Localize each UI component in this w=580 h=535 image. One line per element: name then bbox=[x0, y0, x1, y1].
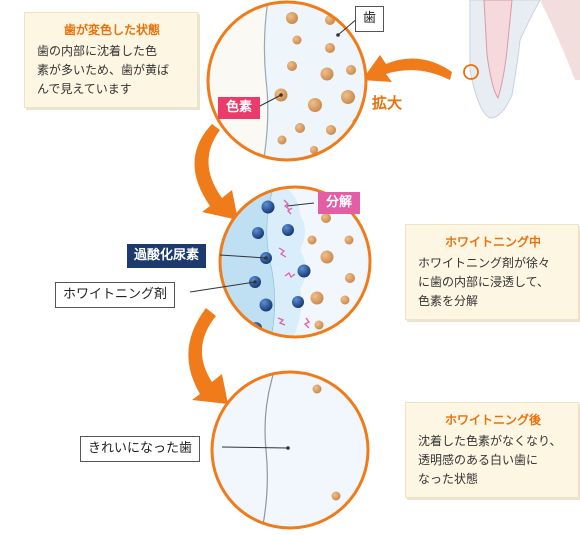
discolored-note-line: 歯の内部に沈着した色 bbox=[37, 44, 158, 58]
whitening-note-line: 色素を分解 bbox=[418, 294, 479, 308]
discolored-note-line: んで見えています bbox=[37, 82, 132, 96]
step-arrow-icon bbox=[188, 308, 228, 404]
peroxide-label: 過酸化尿素 bbox=[126, 243, 208, 269]
pigment-label: 色素 bbox=[218, 97, 261, 119]
after-note-line: 沈着した色素がなくなり、 bbox=[418, 434, 562, 448]
enlarge-label: 拡大 bbox=[372, 94, 403, 112]
decompose-label: 分解 bbox=[318, 192, 361, 214]
pigment-dots bbox=[307, 213, 355, 330]
after-note: ホワイトニング後 沈着した色素がなくなり、 透明感のある白い歯に なった状態 bbox=[405, 402, 579, 498]
decompose-sparks-icon bbox=[277, 199, 310, 329]
clean-tooth-label: きれいになった歯 bbox=[80, 436, 201, 462]
whitening-note: ホワイトニング中 ホワイトニング剤が徐々 に歯の内部に浸透して、 色素を分解 bbox=[405, 224, 579, 320]
agent-label: ホワイトニング剤 bbox=[55, 282, 176, 308]
discolored-note: 歯が変色した状態 歯の内部に沈着した色 素が多いため、歯が黄ば んで見えています bbox=[24, 12, 198, 108]
after-note-line: 透明感のある白い歯に bbox=[418, 453, 539, 467]
clean-tooth-circle bbox=[210, 370, 370, 530]
tooth-label: 歯 bbox=[355, 6, 385, 32]
whitening-note-line: ホワイトニング剤が徐々 bbox=[418, 256, 551, 270]
discolored-note-line: 素が多いため、歯が黄ば bbox=[37, 63, 170, 77]
tooth-illustration bbox=[463, 0, 580, 119]
whitening-tooth-circle bbox=[189, 185, 372, 339]
whitening-note-title: ホワイトニング中 bbox=[444, 235, 541, 249]
pigment-dots bbox=[274, 12, 362, 154]
after-note-line: なった状態 bbox=[418, 472, 479, 486]
after-note-title: ホワイトニング後 bbox=[444, 413, 541, 427]
discolored-tooth-circle bbox=[206, 0, 368, 162]
step-arrow-icon bbox=[194, 124, 238, 220]
enlarge-arrow-icon bbox=[362, 55, 452, 82]
whitening-note-line: に歯の内部に浸透して、 bbox=[418, 275, 550, 289]
discolored-note-title: 歯が変色した状態 bbox=[63, 23, 160, 37]
magnify-circle-icon bbox=[463, 64, 479, 80]
